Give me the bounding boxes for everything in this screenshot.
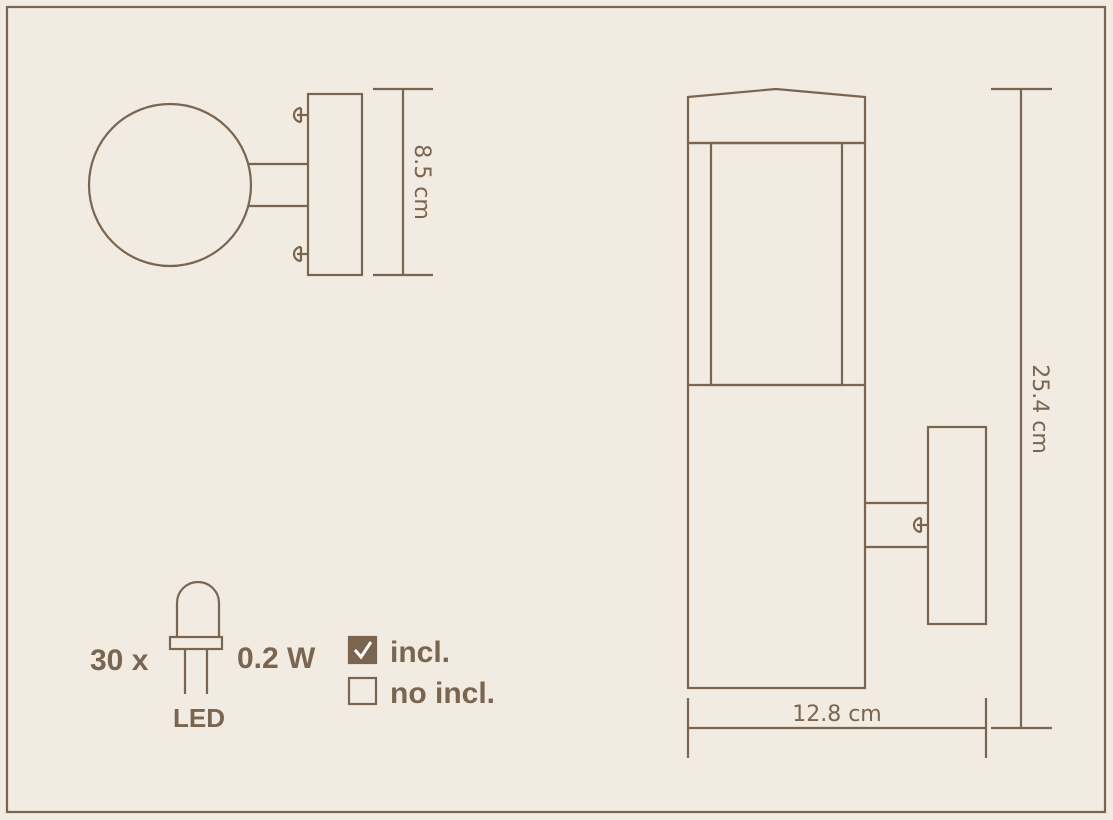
checkmark-icon <box>353 641 373 660</box>
screw-icon-top <box>292 106 308 124</box>
lamp-head-circle <box>87 102 253 268</box>
lamp-cap <box>686 87 867 145</box>
wall-plate-top-view <box>306 92 364 277</box>
led-icon <box>168 580 224 694</box>
included-label: incl. <box>390 636 450 669</box>
not-included-label: no incl. <box>390 677 495 710</box>
screw-icon-bottom <box>292 245 308 263</box>
lamp-glass <box>709 141 844 387</box>
bulb-power: 0.2 W <box>237 642 316 675</box>
width-label: 12.8 cm <box>792 702 882 727</box>
bulb-quantity: 30 x <box>90 644 149 677</box>
depth-label: 8.5 cm <box>409 144 434 220</box>
wall-plate-side-view <box>926 425 988 626</box>
bulb-type: LED <box>173 703 225 733</box>
top-view <box>87 87 433 277</box>
not-included-checkbox <box>347 676 378 706</box>
outer-frame <box>5 5 1107 814</box>
side-view <box>686 87 1052 758</box>
height-label: 25.4 cm <box>1027 364 1052 454</box>
screw-icon-side <box>912 516 928 534</box>
included-checkbox <box>347 635 378 665</box>
lamp-body <box>686 141 867 690</box>
